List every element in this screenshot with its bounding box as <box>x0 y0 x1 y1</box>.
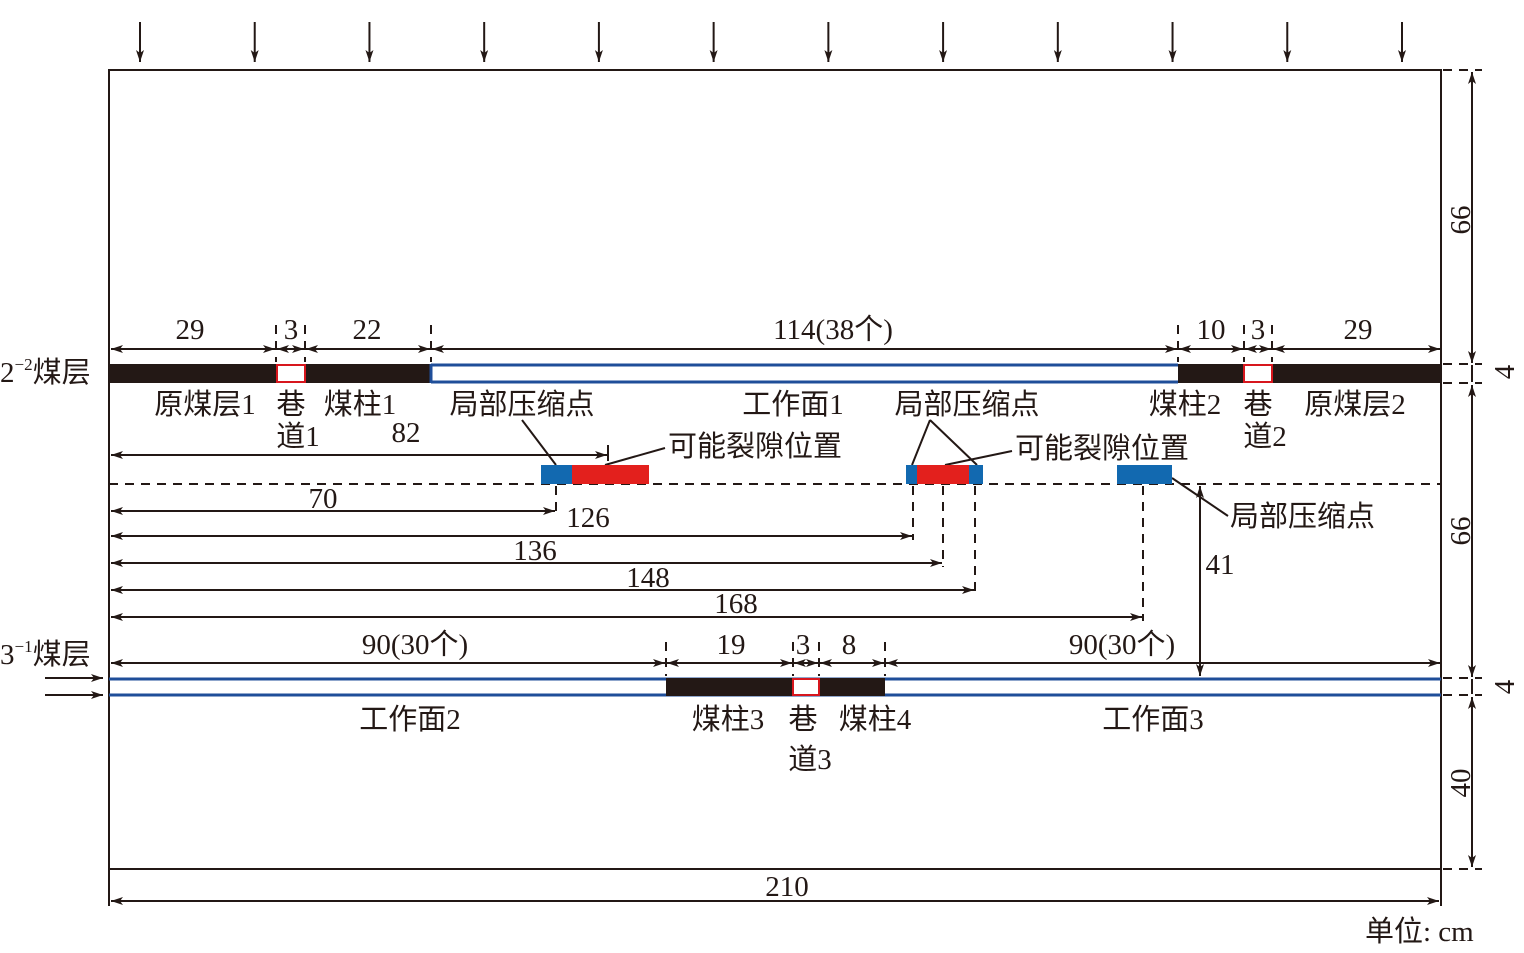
dim-label: 3 <box>796 629 811 661</box>
coal-pillar-3-4 <box>666 678 885 696</box>
dim-label: 8 <box>842 629 857 661</box>
dim-label: 66 <box>1445 206 1477 235</box>
label-roadway-2b: 道2 <box>1243 420 1287 453</box>
compression-block <box>906 465 917 484</box>
label-pillar-1: 煤柱1 <box>324 388 397 421</box>
dim-label: 40 <box>1445 769 1477 798</box>
label-face-2: 工作面2 <box>359 703 461 736</box>
dim-label: 148 <box>626 562 670 594</box>
label-pillar-3: 煤柱3 <box>692 703 765 736</box>
dim-label: 4 <box>1489 364 1521 379</box>
lower-dimension-line <box>111 642 1440 676</box>
dim-label: 3 <box>284 314 299 346</box>
seam-lower-label: 3−1煤层 <box>0 637 91 671</box>
label-compression-2: 局部压缩点 <box>894 388 1039 421</box>
right-dimension-line <box>1443 69 1482 870</box>
roadway-1 <box>276 364 306 383</box>
load-arrows <box>136 22 1406 62</box>
lower-seam <box>109 677 1441 697</box>
dim-label: 4 <box>1489 679 1521 694</box>
dim-label: 90(30个) <box>362 629 468 661</box>
label-compression-1: 局部压缩点 <box>449 388 594 421</box>
dim-label: 29 <box>176 314 205 346</box>
dim-label: 126 <box>566 502 610 534</box>
compression-block <box>969 465 983 484</box>
label-face-3: 工作面3 <box>1102 703 1204 736</box>
dim-label: 19 <box>717 629 746 661</box>
label-coal-1: 原煤层1 <box>154 388 256 421</box>
dim-label: 41 <box>1206 549 1235 581</box>
label-compression-3: 局部压缩点 <box>1230 500 1375 533</box>
dim-label: 168 <box>714 588 758 620</box>
label-roadway-2: 巷 <box>1243 388 1272 421</box>
label-pillar-2: 煤柱2 <box>1149 388 1222 421</box>
dim-label: 29 <box>1344 314 1373 346</box>
label-crack-1: 可能裂隙位置 <box>668 430 842 463</box>
dim-label: 90(30个) <box>1069 629 1175 661</box>
roadway-3 <box>792 678 820 696</box>
crack-block <box>572 465 649 484</box>
unit-label: 单位: cm <box>1365 915 1474 948</box>
compression-block <box>1117 465 1172 484</box>
dim-label: 114(38个) <box>773 314 893 346</box>
dim-label: 3 <box>1251 314 1266 346</box>
label-roadway-3: 巷 <box>788 703 817 736</box>
dim-label: 136 <box>513 535 557 567</box>
label-crack-2: 可能裂隙位置 <box>1015 432 1189 465</box>
label-face-1: 工作面1 <box>742 388 844 421</box>
label-coal-2: 原煤层2 <box>1304 388 1406 421</box>
dim-label: 82 <box>392 417 421 449</box>
dim-label: 10 <box>1197 314 1226 346</box>
roadway-2 <box>1243 364 1273 383</box>
upper-seam <box>109 363 1441 384</box>
compression-block <box>541 465 572 484</box>
leader-lines <box>521 419 1229 517</box>
upper-dimension-line <box>111 325 1440 362</box>
coal-block-1 <box>109 364 431 383</box>
coal-block-2 <box>1178 364 1441 383</box>
label-roadway-1: 巷 <box>276 388 305 421</box>
label-roadway-1b: 道1 <box>276 420 320 453</box>
dim-label: 66 <box>1445 517 1477 546</box>
dim-label: 210 <box>765 871 809 903</box>
label-roadway-3b: 道3 <box>788 743 832 776</box>
label-pillar-4: 煤柱4 <box>839 703 912 736</box>
crack-block <box>917 465 969 484</box>
seam-upper-label: 2−2煤层 <box>0 355 91 389</box>
dim-label: 70 <box>309 483 338 515</box>
model-boundary <box>108 69 1442 870</box>
dim-label: 22 <box>353 314 382 346</box>
